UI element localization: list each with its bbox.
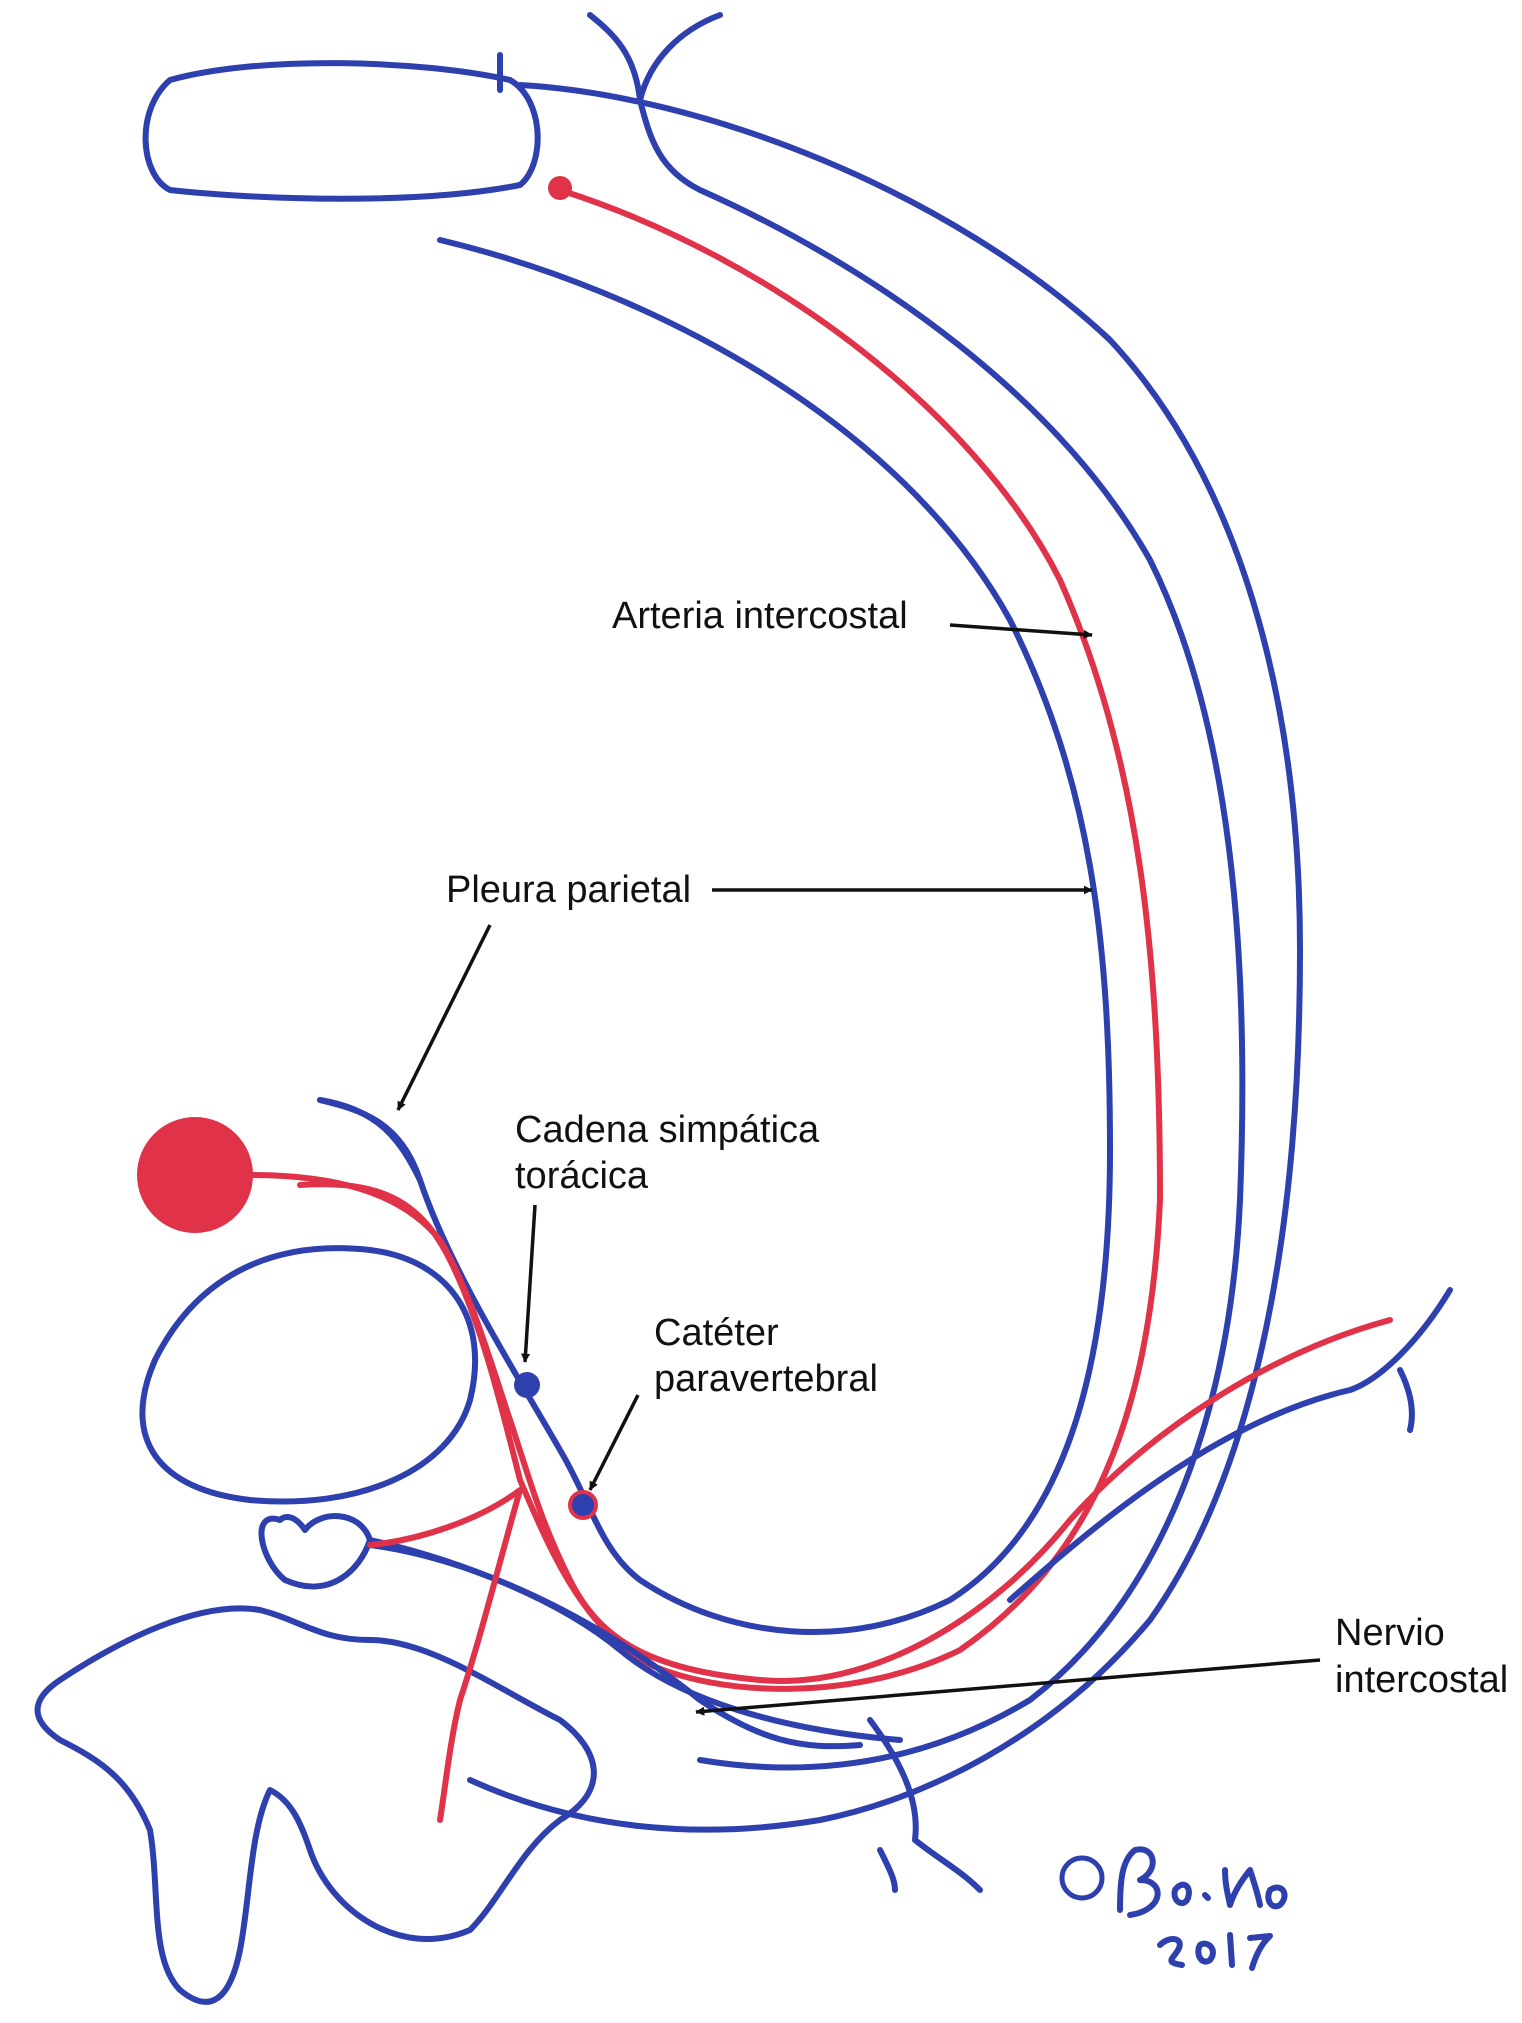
parietal-pleura xyxy=(317,237,1113,1635)
copyright-circle xyxy=(1059,1855,1105,1901)
arrow-pleura-down xyxy=(396,924,492,1111)
arrow-arteria xyxy=(949,623,1093,639)
rib-outer xyxy=(467,82,1303,1833)
anterior-branch xyxy=(587,12,723,103)
arrow-nervio xyxy=(695,1658,1321,1716)
artery-origin-dot xyxy=(548,176,572,200)
label-cateter-1: Catéter xyxy=(654,1312,779,1354)
sternum xyxy=(142,60,541,202)
intercostal-artery xyxy=(297,187,1163,1692)
arrow-cateter xyxy=(588,1394,640,1491)
label-cadena-2: torácica xyxy=(515,1155,649,1197)
intercostal-nerve xyxy=(367,1542,863,1750)
vertebral-lamina xyxy=(258,1513,373,1590)
posterior-branch-lower xyxy=(867,1717,983,1893)
spinous-process xyxy=(34,1605,597,2005)
posterior-branch-right xyxy=(1007,1287,1453,1603)
rib-neck xyxy=(367,1537,903,1743)
pleura-hook xyxy=(317,1097,423,1183)
label-nervio-1: Nervio xyxy=(1335,1612,1445,1654)
label-nervio-2: intercostal xyxy=(1335,1659,1508,1701)
aorta xyxy=(137,1117,253,1233)
signature-line-2 xyxy=(1157,1932,1273,1971)
label-pleura-parietal: Pleura parietal xyxy=(446,869,691,911)
rib-inner xyxy=(637,97,1246,1771)
label-cateter-2: paravertebral xyxy=(654,1358,878,1400)
sympathetic-ganglion xyxy=(514,1372,540,1398)
label-arteria-intercostal: Arteria intercostal xyxy=(612,595,908,637)
signature xyxy=(1059,1846,1288,1971)
aorta-branch xyxy=(247,1172,1393,1684)
vertebral-body xyxy=(139,1245,479,1505)
label-cadena-1: Cadena simpática xyxy=(515,1109,820,1151)
signature-line-1 xyxy=(1117,1846,1288,1918)
spinal-nerve-branch xyxy=(367,1487,523,1823)
arrow-cadena xyxy=(521,1204,537,1363)
paravertebral-catheter xyxy=(568,1490,598,1520)
